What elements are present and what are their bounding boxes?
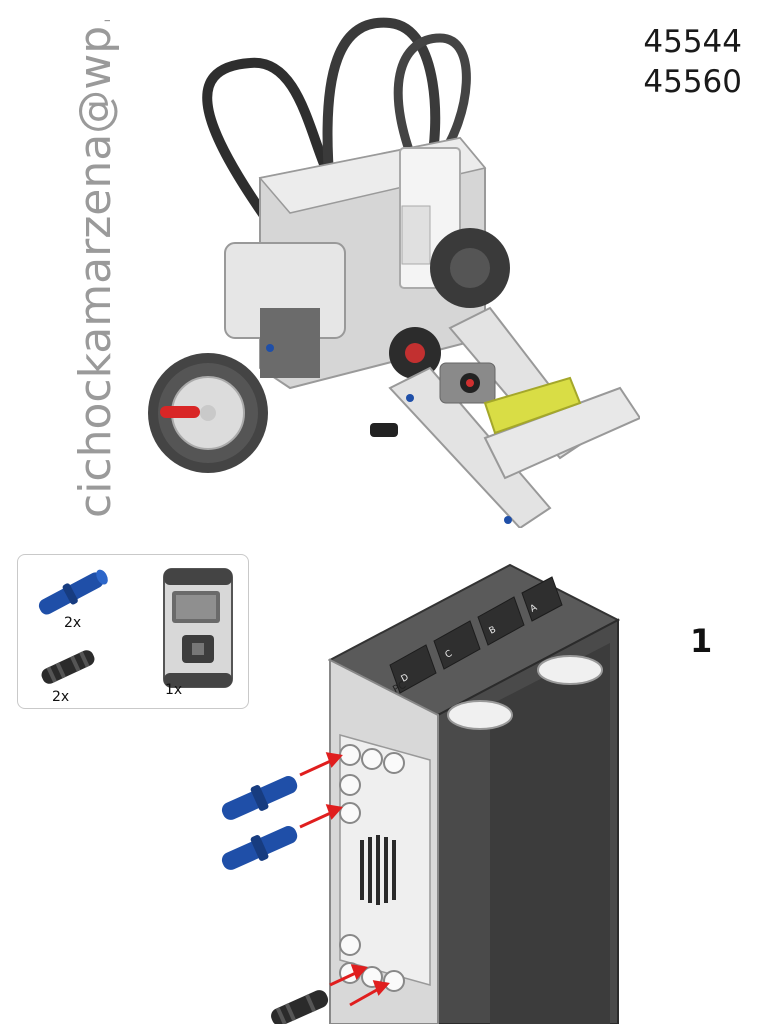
black-friction-pin-qty: 2x — [52, 689, 70, 705]
set-numbers: 45544 45560 — [643, 22, 742, 102]
blue-axle-pin-qty: 2x — [64, 615, 82, 631]
blue-axle-pin-icon — [38, 569, 108, 615]
ev3-brick-illustration: D C B A PC — [200, 555, 650, 1026]
port-label-c: C — [444, 649, 454, 661]
watermark: cichockamarzena@wp.pl — [18, 0, 128, 520]
watermark-text: cichockamarzena@wp.pl — [70, 20, 121, 518]
set-number-1: 45544 — [643, 24, 742, 60]
completed-robot-illustration — [140, 8, 642, 530]
port-label-b: B — [488, 625, 498, 637]
ev3-brick-icon — [163, 568, 233, 688]
ev3-brick-qty: 1x — [165, 682, 183, 698]
set-number-2: 45560 — [643, 64, 742, 100]
port-label-d: D — [400, 673, 411, 685]
port-label-pc: PC — [391, 680, 408, 696]
parts-list: 2x 2x 1x — [17, 554, 249, 709]
step-number: 1 — [690, 622, 713, 660]
black-friction-pin-icon — [41, 650, 95, 684]
port-label-a: A — [529, 603, 540, 615]
